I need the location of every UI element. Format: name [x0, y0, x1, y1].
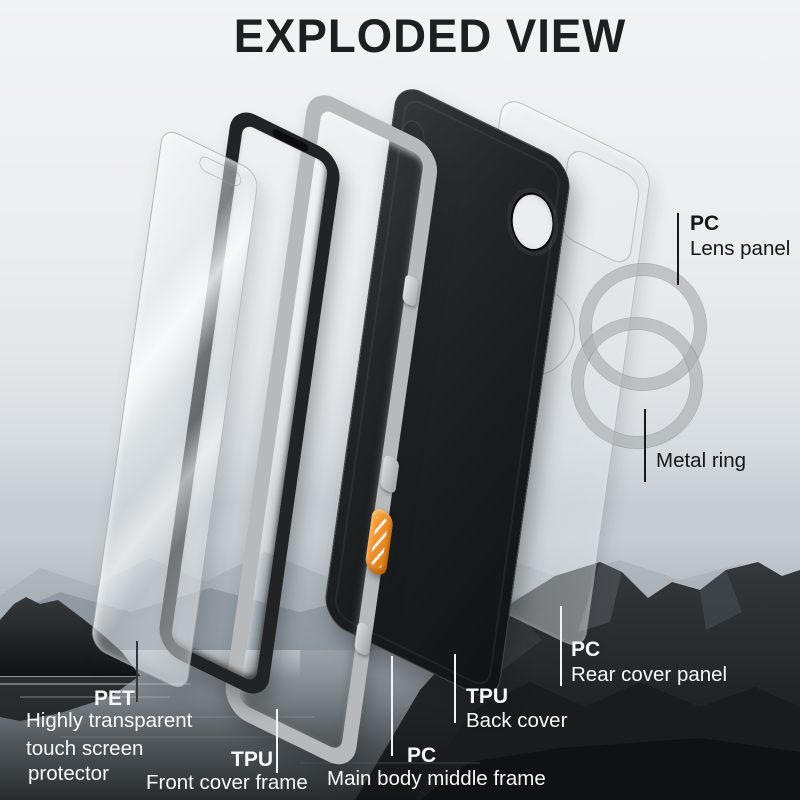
water-streak — [300, 762, 480, 764]
camera-hole — [499, 176, 567, 268]
label-lens-panel-name: Lens panel — [690, 237, 791, 260]
water-streak — [0, 683, 190, 685]
water-streak — [60, 736, 280, 738]
leader-line-lens-panel — [677, 213, 679, 285]
leader-line-front-frame — [276, 709, 278, 773]
label-metal-ring-name: Metal ring — [656, 449, 747, 472]
label-front-frame-name: Front cover frame — [146, 771, 308, 794]
frame-clasp — [401, 273, 420, 308]
leader-line-middle-frame — [391, 656, 393, 756]
label-back-cover-material: TPU — [466, 685, 508, 708]
label-front-frame-material: TPU — [231, 748, 273, 771]
side-button-nub — [353, 620, 373, 658]
page-title: EXPLODED VIEW — [233, 9, 627, 62]
camera-plateau-outline — [557, 144, 642, 269]
label-screen-protector-line2: touch screen — [26, 737, 144, 760]
right-mountain-highlight — [700, 570, 742, 630]
water-streak — [155, 716, 315, 718]
water-streak — [20, 696, 170, 698]
leader-line-back-cover — [454, 654, 456, 723]
leader-line-metal-ring — [644, 409, 646, 482]
label-middle-frame-name: Main body middle frame — [327, 767, 546, 790]
label-screen-protector-line1: Highly transparent — [26, 709, 193, 732]
left-island-reflection — [0, 677, 138, 721]
label-rear-cover-material: PC — [571, 638, 601, 661]
label-middle-frame-material: PC — [407, 744, 437, 767]
label-back-cover-name: Back cover — [466, 709, 568, 732]
metal-ring — [572, 318, 702, 448]
left-island-mountain — [0, 597, 140, 676]
label-screen-protector-line3: protector — [28, 762, 109, 785]
leader-line-screen-protector — [136, 641, 138, 702]
label-screen-protector-material: PET — [94, 687, 135, 710]
right-mountain-reflection — [420, 738, 800, 800]
leader-line-rear-cover — [560, 606, 562, 686]
label-lens-panel-material: PC — [690, 212, 720, 235]
label-rear-cover-name: Rear cover panel — [571, 663, 728, 686]
